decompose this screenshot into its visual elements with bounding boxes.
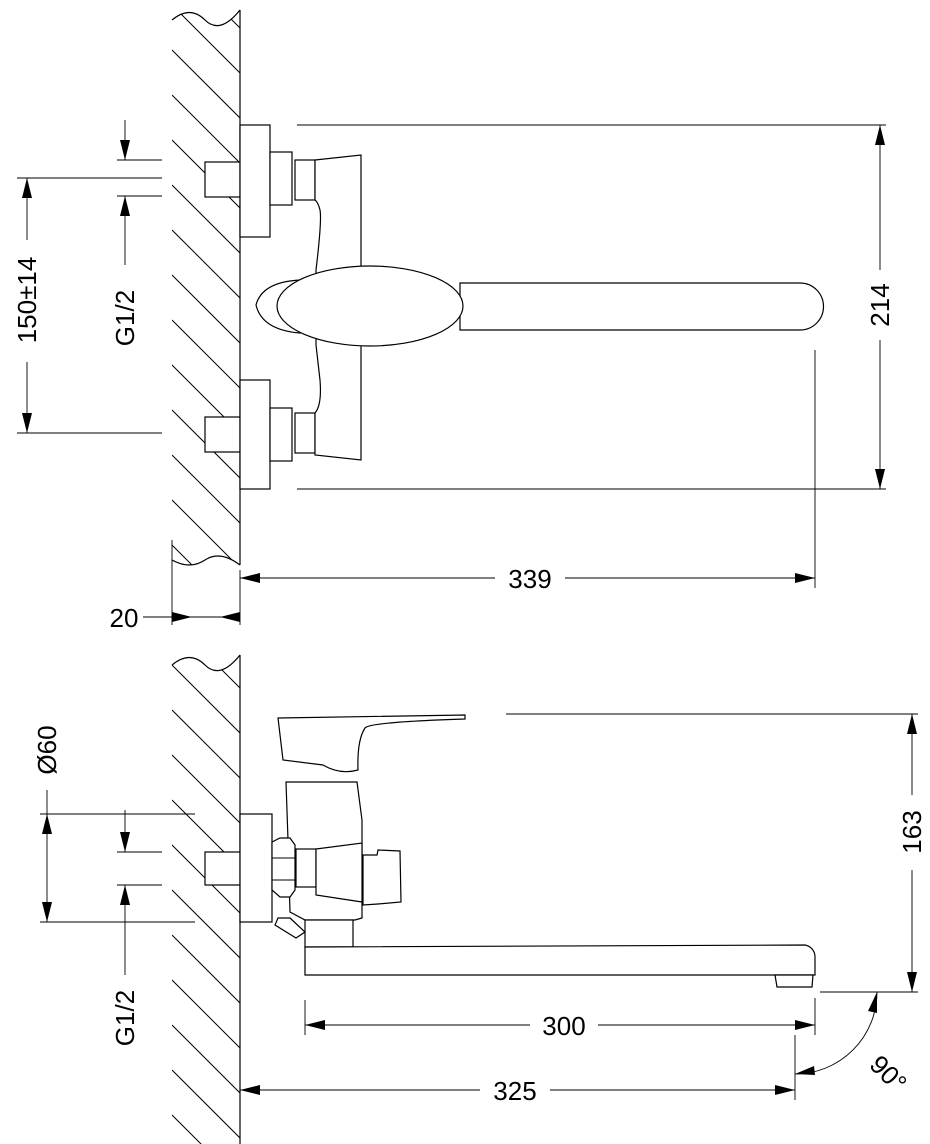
faucet-front [204, 124, 825, 490]
dim-339: 339 [171, 350, 816, 625]
dim-214: 214 [297, 124, 895, 490]
dim-20: 20 [110, 603, 240, 633]
hatch-line [172, 655, 240, 689]
dim-20-label: 20 [110, 603, 139, 633]
hatch-line [172, 1069, 240, 1139]
hatch-line [172, 49, 240, 119]
hatch-line [172, 94, 240, 164]
hatch-line [172, 184, 240, 254]
wall-break-top [171, 654, 241, 672]
hatch-line [172, 454, 240, 524]
dim-300: 300 [304, 998, 816, 1041]
dim-g12-side: G1/2 [110, 810, 162, 1046]
dim-325: 325 [240, 1035, 796, 1106]
hatch-line [172, 1024, 240, 1094]
dim-angle-90-label: 90° [864, 1049, 913, 1098]
wall-hatch [172, 655, 240, 1144]
hatch-line [172, 544, 240, 565]
hatch-line [172, 754, 240, 824]
dim-diameter-60: Ø60 [32, 725, 195, 923]
dim-163-label: 163 [897, 810, 927, 853]
hatch-line [172, 709, 240, 779]
hatch-line [172, 499, 240, 565]
dim-300-label: 300 [542, 1011, 585, 1041]
dim-150-label: 150±14 [12, 257, 42, 344]
wall-break-top [171, 9, 241, 27]
dim-163: 163 [506, 713, 927, 993]
hatch-line [172, 889, 240, 959]
hatch-line [172, 319, 240, 389]
hatch-line [172, 934, 240, 1004]
dim-angle-90: 90° [794, 991, 913, 1098]
hatch-line [172, 664, 240, 734]
dim-g12-side-label: G1/2 [110, 990, 140, 1046]
faucet-side [204, 714, 816, 988]
wall-break-bottom [171, 555, 241, 566]
hatch-line [172, 10, 240, 74]
dim-g12-top-label: G1/2 [110, 290, 140, 346]
dim-g12-top: G1/2 [110, 120, 162, 346]
hatch-line [172, 979, 240, 1049]
hatch-line [172, 274, 240, 344]
top-view: 214 150±14 G1/2 339 [12, 9, 895, 633]
wall-hatch [172, 10, 240, 565]
dim-diameter-60-label: Ø60 [32, 725, 62, 774]
hatch-line [172, 1114, 240, 1144]
hatch-line [172, 229, 240, 299]
side-view: 163 Ø60 G1/2 300 [32, 654, 927, 1144]
dim-214-label: 214 [865, 283, 895, 326]
dim-150: 150±14 [12, 177, 162, 434]
dim-325-label: 325 [493, 1076, 536, 1106]
dim-339-label: 339 [508, 564, 551, 594]
